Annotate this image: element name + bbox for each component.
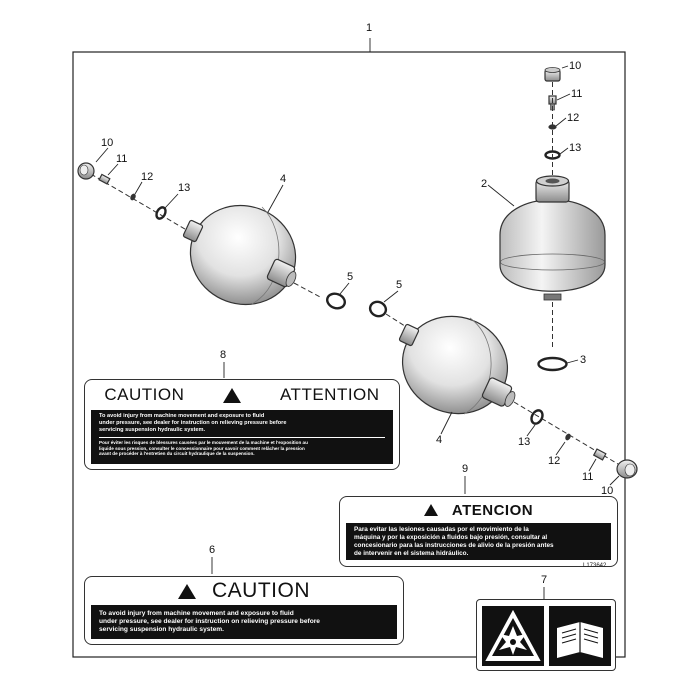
callout-8: 8 bbox=[220, 349, 226, 361]
spanish-line-2: máquina y por la exposición a fluidos ba… bbox=[354, 534, 548, 541]
decal-9-message: Para evitar las lesiones causadas por el… bbox=[346, 523, 611, 560]
attention-label: ATTENTION bbox=[279, 385, 380, 404]
screw-11-left bbox=[98, 173, 111, 185]
callout-11-right: 11 bbox=[582, 471, 593, 483]
french-line-3: avant de procéder à l'entretien du circu… bbox=[99, 451, 255, 457]
callout-2: 2 bbox=[481, 178, 487, 190]
callout-4-center: 4 bbox=[436, 434, 442, 446]
oring-5-left bbox=[326, 292, 346, 310]
figure-id: L173642 bbox=[583, 563, 607, 569]
screw-11-right bbox=[592, 448, 607, 461]
callout-10-top: 10 bbox=[569, 60, 581, 72]
decal-8-message: To avoid injury from machine movement an… bbox=[91, 410, 393, 464]
plug-10-left bbox=[77, 162, 95, 180]
atencion-label: ATENCION bbox=[451, 501, 534, 519]
callout-11-top: 11 bbox=[571, 88, 582, 100]
oring-5-center bbox=[368, 300, 388, 318]
decal-9-atencion: ATENCION Para evitar las lesiones causad… bbox=[339, 496, 618, 567]
assembly-frame bbox=[72, 51, 626, 658]
callout-3: 3 bbox=[580, 354, 586, 366]
callout-13-right: 13 bbox=[518, 436, 530, 448]
seal-12-right bbox=[565, 433, 571, 441]
french-line-2: liquide sous pression, consulter le conc… bbox=[99, 445, 305, 451]
callout-11-left: 11 bbox=[116, 153, 127, 165]
english-line-3: servicing suspension hydraulic system. bbox=[99, 426, 206, 433]
caution-label: CAUTION bbox=[212, 579, 310, 602]
callout-13-left: 13 bbox=[178, 182, 190, 194]
line-1: To avoid injury from machine movement an… bbox=[99, 610, 294, 617]
callout-13-top: 13 bbox=[569, 142, 581, 154]
spanish-line-3: concesionario para las instrucciones de … bbox=[354, 542, 554, 549]
decal-6-message: To avoid injury from machine movement an… bbox=[91, 605, 397, 639]
callout-7: 7 bbox=[541, 574, 547, 586]
explosion-hazard-icon bbox=[485, 609, 541, 661]
callout-5-left: 5 bbox=[347, 271, 353, 283]
english-line-2: under pressure, see dealer for instructi… bbox=[99, 419, 287, 426]
line-2: under pressure, see dealer for instructi… bbox=[99, 618, 320, 626]
warning-triangle-icon bbox=[178, 583, 196, 599]
oring-13-right bbox=[530, 409, 544, 425]
accumulator-2 bbox=[499, 175, 606, 301]
warning-triangle-icon bbox=[423, 504, 438, 516]
plug-10-top bbox=[544, 67, 561, 82]
decal-7-pictorial bbox=[476, 599, 616, 671]
spanish-line-1: Para evitar las lesiones causadas por el… bbox=[354, 526, 529, 533]
warning-triangle-icon bbox=[223, 387, 242, 403]
callout-9: 9 bbox=[462, 463, 468, 475]
seal-12-left bbox=[130, 193, 136, 201]
oring-3 bbox=[537, 356, 568, 372]
decal-8-caution-attention: CAUTION ATTENTION To avoid injury from m… bbox=[84, 379, 400, 470]
accumulator-4-left bbox=[182, 204, 297, 306]
callout-10-left: 10 bbox=[101, 137, 113, 149]
caution-label: CAUTION bbox=[104, 385, 185, 404]
spanish-line-4: de intervenir en el sistema hidráulico. bbox=[354, 550, 469, 557]
decal-7-graphics bbox=[482, 606, 611, 666]
callout-6: 6 bbox=[209, 544, 215, 556]
line-3: servicing suspension hydraulic system. bbox=[99, 626, 224, 634]
callout-12-right: 12 bbox=[548, 455, 560, 467]
plug-10-right bbox=[616, 459, 638, 479]
decal-6-caution: CAUTION To avoid injury from machine mov… bbox=[84, 576, 404, 645]
operator-manual-icon bbox=[557, 622, 603, 658]
callout-1: 1 bbox=[366, 22, 372, 34]
callout-4-left: 4 bbox=[280, 173, 286, 185]
oring-13-left bbox=[155, 206, 167, 220]
callout-12-left: 12 bbox=[141, 171, 153, 183]
accumulator-4-center bbox=[398, 315, 516, 415]
callout-10-right: 10 bbox=[601, 485, 613, 497]
callout-5-center: 5 bbox=[396, 279, 402, 291]
english-line-1: To avoid injury from machine movement an… bbox=[99, 413, 265, 419]
french-line-1: Pour éviter les risques de blessures cau… bbox=[99, 439, 308, 445]
callout-12-top: 12 bbox=[567, 112, 579, 124]
